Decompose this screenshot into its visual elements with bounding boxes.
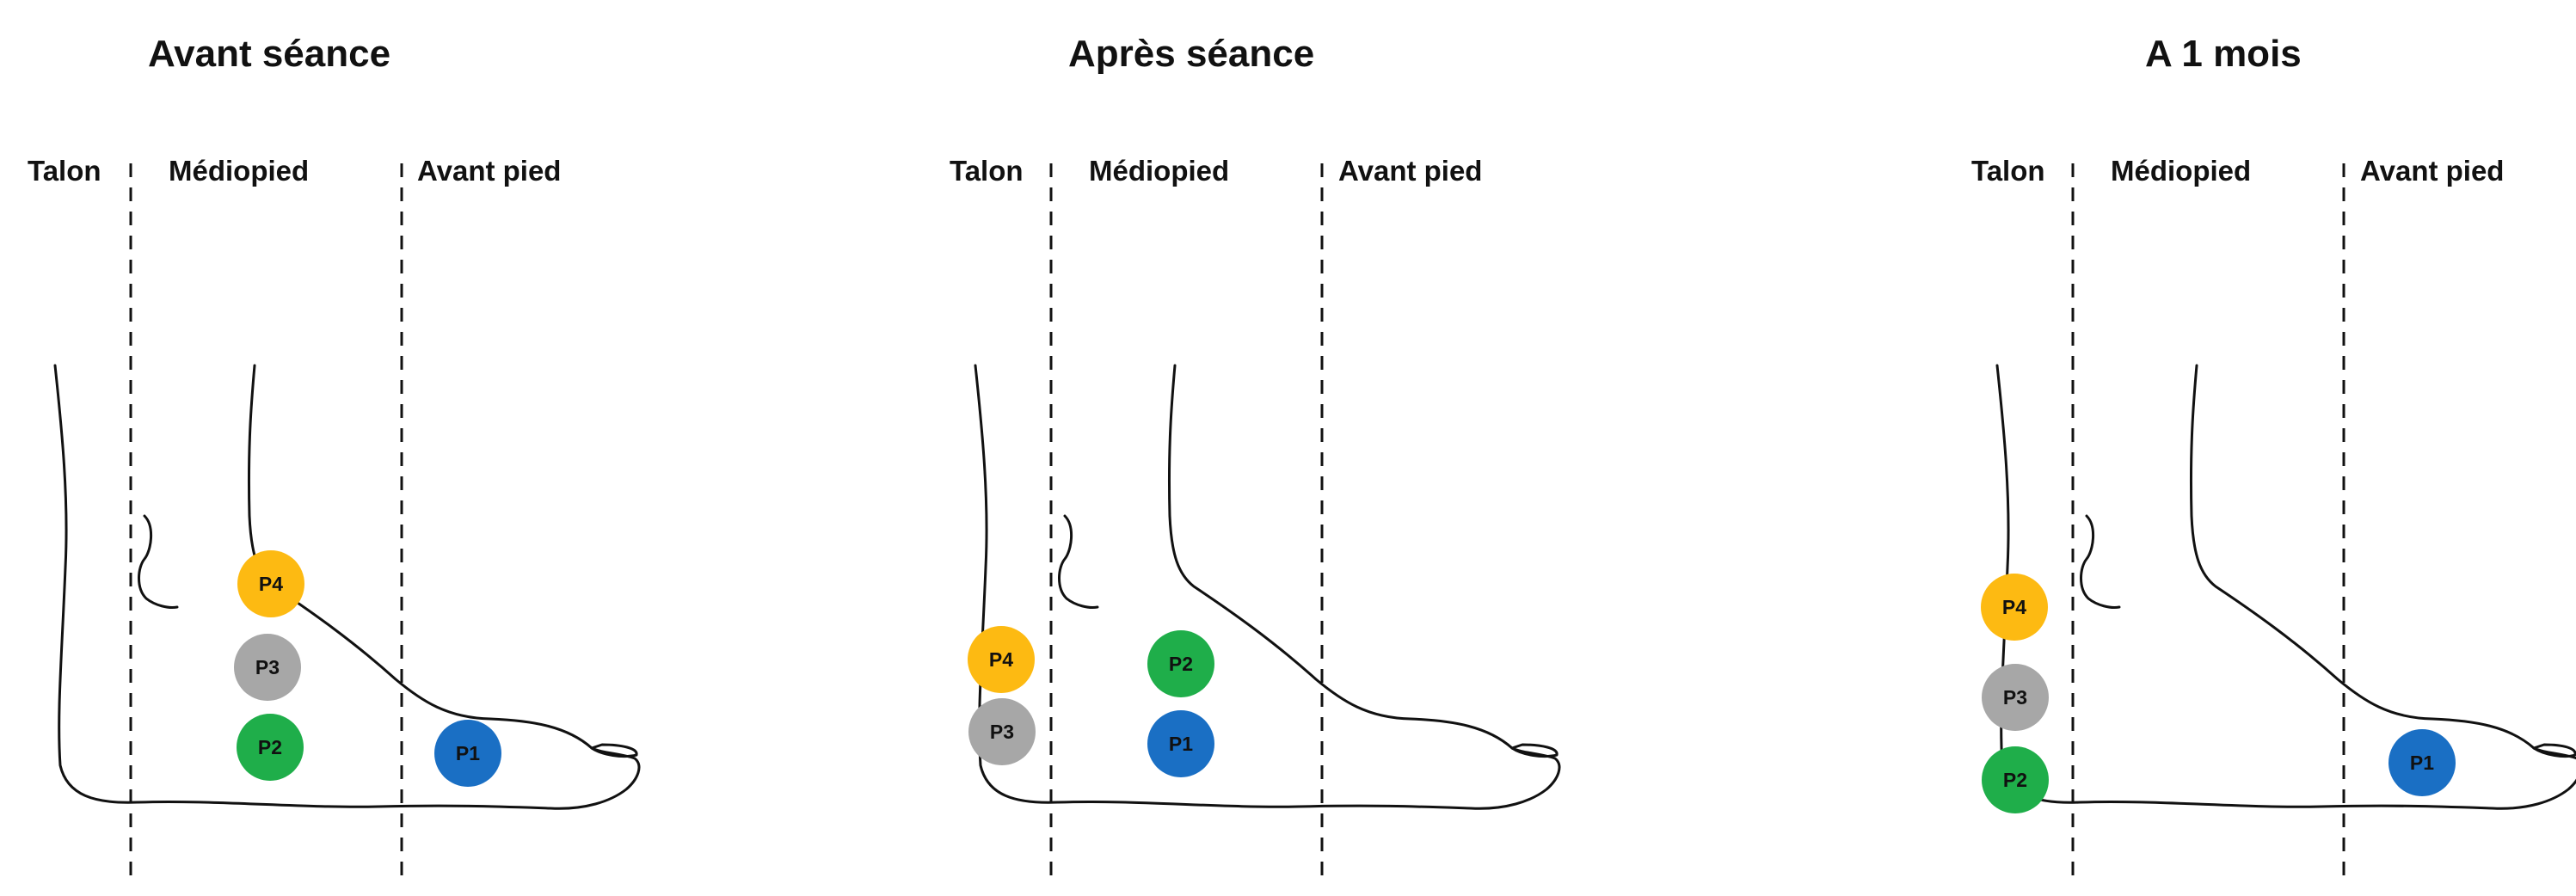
panel-a-1-mois: A 1 mois Talon Médiopied Avant pied P4 P… [1942,0,2576,896]
marker-p4: P4 [968,626,1035,693]
panel-avant-seance: Avant séance Talon Médiopied Avant pied … [0,0,860,896]
ankle-bone-line [1060,516,1098,608]
toenail [592,745,636,757]
foot-outline [975,365,1559,808]
foot-outline [1997,365,2576,808]
panel-apres-seance: Après séance Talon Médiopied Avant pied … [920,0,1780,896]
marker-p2: P2 [1982,746,2049,813]
marker-p3: P3 [1982,664,2049,731]
foot-diagram [920,0,1780,896]
ankle-bone-line [139,516,178,608]
marker-p1: P1 [2388,729,2456,796]
marker-p1: P1 [1147,710,1214,777]
foot-diagram [0,0,860,896]
toenail [1512,745,1557,757]
ankle-bone-line [2081,516,2120,608]
marker-p3: P3 [234,634,301,701]
marker-p1: P1 [434,720,501,787]
marker-p2: P2 [237,714,304,781]
marker-p2: P2 [1147,630,1214,697]
marker-p3: P3 [968,698,1036,765]
toenail [2534,745,2575,757]
marker-p4: P4 [1981,574,2048,641]
marker-p4: P4 [237,550,304,617]
foot-outline [55,365,639,808]
